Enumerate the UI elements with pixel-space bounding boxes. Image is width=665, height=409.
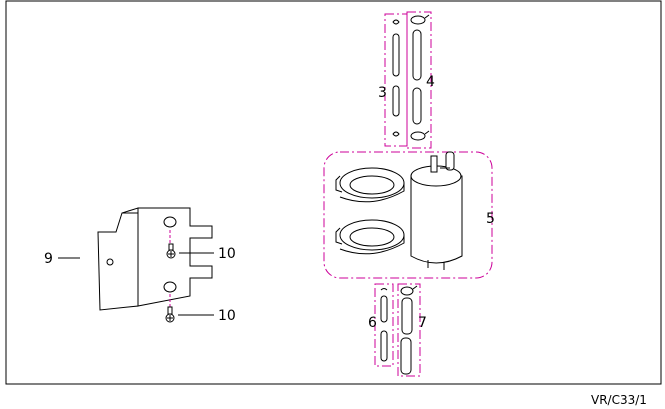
group-4-outline [406,11,432,149]
group-6-outline [374,283,394,367]
group-7-outline [397,283,421,377]
hose-3-lower [392,85,400,117]
fuel-pump [410,151,463,270]
callout-10-upper: 10 [218,246,236,262]
hose-4-upper [412,29,422,81]
callout-9: 9 [44,251,53,267]
bolt-10-upper [166,230,176,259]
hose-6-lower [380,330,388,362]
hose-clamp-4-bottom [410,130,430,141]
hose-4-lower [412,87,422,125]
hose-clamp-4-top [410,14,430,25]
hose-clamp-7 [400,285,418,296]
pump-clamp-lower [335,219,405,255]
hose-6-upper [380,295,388,323]
callout-5: 5 [486,211,495,227]
callout-10-lower: 10 [218,308,236,324]
hose-clip-3-top [392,19,400,25]
hose-7-lower [400,337,412,375]
hose-7-upper [401,297,413,335]
bolt-10-lower [165,294,175,323]
callout-7: 7 [418,315,427,331]
diagram-frame [5,0,662,385]
hose-3-upper [392,33,400,77]
pump-clamp-upper [335,167,405,203]
hose-clip-3-bottom [392,131,400,137]
group-5-outline [323,151,493,279]
diagram-reference-code: VR/C33/1 [591,393,647,407]
callout-6: 6 [368,315,377,331]
hose-clip-6 [380,288,388,291]
mounting-bracket [97,207,213,311]
callout-4: 4 [426,74,435,90]
callout-3: 3 [378,85,387,101]
